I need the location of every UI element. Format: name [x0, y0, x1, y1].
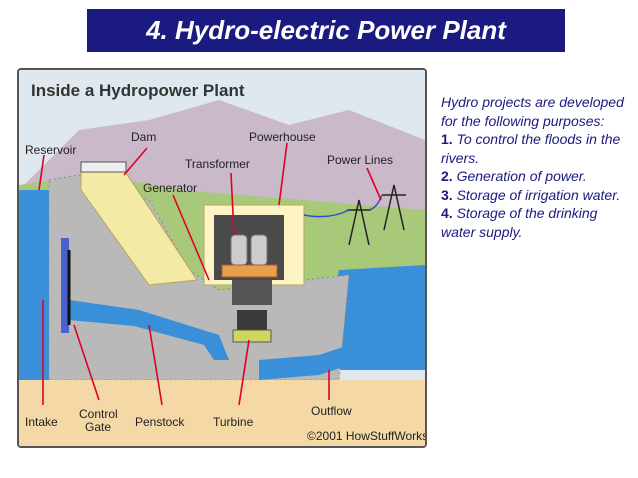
outflow-tunnel	[259, 345, 349, 380]
penstock-pipe	[69, 300, 229, 360]
label-turbine: Turbine	[213, 415, 254, 429]
purposes-intro: Hydro projects are developed for the fol…	[441, 94, 624, 129]
label-control-gate-1: Control	[79, 407, 118, 421]
label-control-gate-2: Gate	[85, 420, 111, 434]
slide-title: 4. Hydro-electric Power Plant	[146, 15, 506, 45]
purpose-item-1: 1. To control the floods in the rivers.	[441, 131, 621, 166]
label-power-lines: Power Lines	[327, 153, 393, 167]
turbine-wheel	[232, 329, 272, 343]
label-outflow: Outflow	[311, 404, 352, 418]
label-intake: Intake	[25, 415, 58, 429]
purpose-item-4: 4. Storage of the drinking water supply.	[441, 205, 598, 240]
ground-strip	[19, 380, 425, 446]
purposes-text: Hydro projects are developed for the fol…	[441, 93, 631, 241]
pointer-lines	[38, 142, 382, 406]
label-powerhouse: Powerhouse	[249, 130, 316, 144]
label-dam: Dam	[131, 130, 156, 144]
shaft	[237, 310, 267, 330]
label-reservoir: Reservoir	[25, 143, 76, 157]
dam-crest	[80, 161, 127, 173]
hydropower-diagram: Inside a Hydropower Plant Reservoir Dam …	[17, 68, 427, 448]
transformer-right	[250, 234, 268, 266]
transformer-left	[230, 234, 248, 266]
label-penstock: Penstock	[135, 415, 185, 429]
purpose-item-2: 2. Generation of power.	[441, 168, 587, 184]
label-transformer: Transformer	[185, 157, 250, 171]
generator	[232, 280, 272, 305]
title-bar: 4. Hydro-electric Power Plant	[87, 9, 565, 52]
intake-shaft	[61, 238, 69, 333]
copyright: ©2001 HowStuffWorks	[307, 429, 425, 443]
label-generator: Generator	[143, 181, 197, 195]
diagram-heading: Inside a Hydropower Plant	[31, 81, 245, 100]
purpose-item-3: 3. Storage of irrigation water.	[441, 186, 621, 203]
power-pylons	[303, 184, 406, 246]
generator-housing	[221, 264, 278, 278]
diagram-svg: Inside a Hydropower Plant Reservoir Dam …	[19, 70, 425, 446]
